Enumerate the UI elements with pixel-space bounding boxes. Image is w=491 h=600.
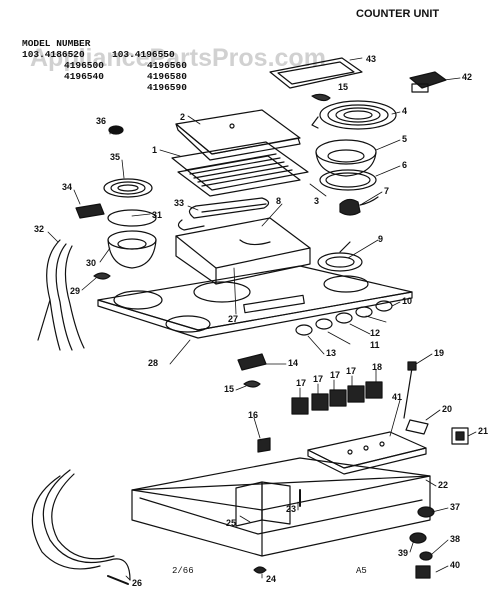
part-trim-ring-left <box>107 209 157 227</box>
callout-34: 34 <box>62 182 72 192</box>
part-surface-element-left <box>103 178 153 198</box>
callout-41: 41 <box>392 392 402 402</box>
callout-21: 21 <box>478 426 488 436</box>
callout-24: 24 <box>266 574 276 584</box>
callout-15: 15 <box>338 82 348 92</box>
part-grill-grate <box>171 141 309 197</box>
part-grill-element <box>177 197 270 231</box>
part-surface-element-small <box>317 241 363 272</box>
callout-17: 17 <box>313 374 323 384</box>
part-surface-element-large <box>311 100 397 130</box>
callout-23: 23 <box>286 504 296 514</box>
callout-4: 4 <box>402 106 407 116</box>
callout-3: 3 <box>314 196 319 206</box>
part-power-cord <box>31 469 131 585</box>
part-griddle-cover <box>175 109 301 161</box>
part-rod <box>403 361 429 435</box>
part-receptacle-left <box>75 203 105 219</box>
callout-32: 32 <box>34 224 44 234</box>
part-clip-mid <box>243 380 261 388</box>
part-trim-top <box>269 57 363 89</box>
callout-22: 22 <box>438 480 448 490</box>
part-washer <box>108 125 124 135</box>
callout-9: 9 <box>378 234 383 244</box>
callout-7: 7 <box>384 186 389 196</box>
model-number: 4196580 <box>147 71 187 82</box>
part-clip-left <box>93 272 111 280</box>
model-number: 4196540 <box>64 71 104 82</box>
callout-2: 2 <box>180 112 185 122</box>
part-receptacle <box>339 196 379 216</box>
part-trim-ring <box>319 169 377 191</box>
callout-26: 26 <box>132 578 142 588</box>
callout-11: 11 <box>370 340 380 350</box>
callout-39: 39 <box>398 548 408 558</box>
watermark: AppliancePartsPros.com <box>30 44 326 72</box>
callout-42: 42 <box>462 72 472 82</box>
part-foot <box>253 566 267 574</box>
callout-31: 31 <box>152 210 162 220</box>
callout-15: 15 <box>224 384 234 394</box>
callout-20: 20 <box>442 404 452 414</box>
diagram-date: 2/66 <box>172 566 194 576</box>
part-drip-pan <box>315 139 377 177</box>
part-terminal-right <box>451 427 469 445</box>
model-number: 103.4186520 <box>22 49 85 60</box>
callout-40: 40 <box>450 560 460 570</box>
model-label: MODEL NUMBER <box>22 38 91 49</box>
callout-37: 37 <box>450 502 460 512</box>
callout-43: 43 <box>366 54 376 64</box>
callout-33: 33 <box>174 198 184 208</box>
callout-12: 12 <box>370 328 380 338</box>
callout-19: 19 <box>434 348 444 358</box>
model-number: 4196590 <box>147 82 187 93</box>
model-number: 103.4196550 <box>112 49 175 60</box>
callout-18: 18 <box>372 362 382 372</box>
callout-10: 10 <box>402 296 412 306</box>
callout-28: 28 <box>148 358 158 368</box>
callout-17: 17 <box>330 370 340 380</box>
leader-lines <box>47 57 477 581</box>
model-number: 4196560 <box>147 60 187 71</box>
callout-5: 5 <box>402 134 407 144</box>
part-wire-harness <box>37 239 85 351</box>
callout-25: 25 <box>226 518 236 528</box>
diagram-title: COUNTER UNIT <box>356 8 440 20</box>
callout-14: 14 <box>288 358 298 368</box>
callout-1: 1 <box>152 145 157 155</box>
callout-16: 16 <box>248 410 258 420</box>
part-clip-left-lower <box>257 437 271 453</box>
callout-13: 13 <box>326 348 336 358</box>
callout-17: 17 <box>296 378 306 388</box>
callout-8: 8 <box>276 196 281 206</box>
model-number: 4196500 <box>64 60 104 71</box>
callout-38: 38 <box>450 534 460 544</box>
part-grill-well <box>175 217 311 285</box>
part-clip <box>311 93 331 102</box>
callout-numbers: 1 2 3 4 5 6 7 8 9 10 11 12 13 14 15 15 1… <box>34 54 488 588</box>
part-bottom-box <box>131 457 431 557</box>
callout-29: 29 <box>70 286 80 296</box>
part-mounting-bracket <box>235 481 291 527</box>
callout-27: 27 <box>228 314 238 324</box>
part-terminal-block <box>409 71 447 93</box>
callout-30: 30 <box>86 258 96 268</box>
part-drip-bowl <box>107 230 157 269</box>
callout-17: 17 <box>346 366 356 376</box>
part-control-knobs <box>295 300 393 336</box>
part-bracket <box>237 353 267 371</box>
part-cooktop <box>97 265 413 339</box>
diagram-code: A5 <box>356 566 367 576</box>
callout-36: 36 <box>96 116 106 126</box>
callout-6: 6 <box>402 160 407 170</box>
part-small-hardware <box>409 506 435 579</box>
callout-35: 35 <box>110 152 120 162</box>
